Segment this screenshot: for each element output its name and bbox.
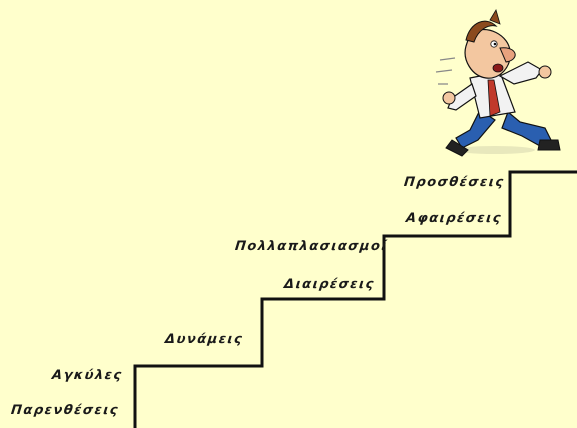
running-man-icon <box>435 9 561 157</box>
step-label-additions: Προσθέσεις <box>403 175 506 190</box>
step-label-parentheses: Παρενθέσεις <box>10 403 120 418</box>
step-label-powers: Δυνάμεις <box>164 332 244 347</box>
step-label-brackets: Αγκύλες <box>51 368 124 383</box>
step-label-subtractions: Αφαιρέσεις <box>405 211 503 226</box>
staircase-line <box>133 170 577 428</box>
step-label-multiplications: Πολλαπλασιασμοί <box>234 239 389 254</box>
step-label-divisions: Διαιρέσεις <box>283 277 376 292</box>
